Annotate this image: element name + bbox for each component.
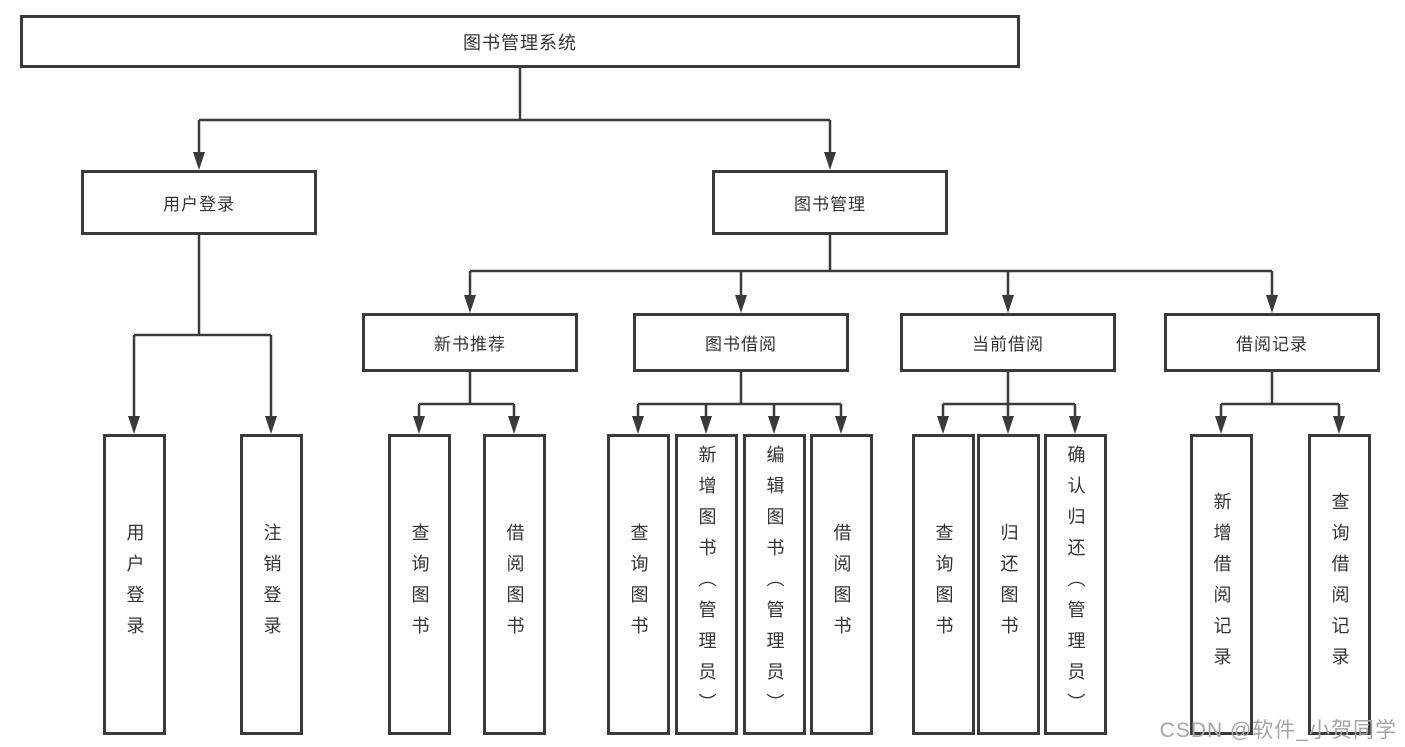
leaf-add-borrow-record: 新增借阅记录: [1190, 434, 1253, 735]
leaf-borrow-books-borrowing: 借阅图书: [810, 434, 873, 735]
arrow-down-icon: [1002, 416, 1014, 434]
leaf-edit-books-admin: 编辑图书（管理员）: [743, 434, 806, 735]
arrow-down-icon: [128, 416, 140, 434]
arrowheads: [128, 152, 1345, 434]
leaf-query-books-borrowing: 查询图书: [607, 434, 670, 735]
arrow-down-icon: [413, 416, 425, 434]
arrow-down-icon: [1333, 416, 1345, 434]
leaf-add-books-admin: 新增图书（管理员）: [675, 434, 738, 735]
arrow-down-icon: [735, 295, 747, 313]
connector-new-book-children: [417, 372, 516, 418]
arrow-down-icon: [1069, 416, 1081, 434]
arrow-down-icon: [768, 416, 780, 434]
arrow-down-icon: [1002, 295, 1014, 313]
node-current-borrowing: 当前借阅: [900, 313, 1116, 372]
arrow-down-icon: [193, 152, 205, 170]
leaf-logout: 注销登录: [240, 434, 303, 735]
leaf-query-books-current: 查询图书: [912, 434, 975, 735]
arrow-down-icon: [265, 416, 277, 434]
node-book-management: 图书管理: [712, 170, 948, 235]
node-library-management-system: 图书管理系统: [20, 15, 1020, 68]
connector-book-borrowing-children: [636, 372, 843, 418]
leaf-user-login: 用户登录: [103, 434, 166, 735]
leaf-return-books: 归还图书: [977, 434, 1040, 735]
leaf-confirm-return-admin: 确认归还（管理员）: [1044, 434, 1107, 735]
leaf-query-borrow-record: 查询借阅记录: [1308, 434, 1371, 735]
arrow-down-icon: [464, 295, 476, 313]
arrow-down-icon: [1266, 295, 1278, 313]
connector-root-to-level2: [197, 68, 832, 154]
node-book-borrowing: 图书借阅: [633, 313, 849, 372]
arrow-down-icon: [1215, 416, 1227, 434]
arrow-down-icon: [508, 416, 520, 434]
watermark-text: CSDN @软件_小贺同学: [1159, 719, 1397, 742]
leaf-query-books-recommend: 查询图书: [388, 434, 451, 735]
leaf-borrow-books-recommend: 借阅图书: [483, 434, 546, 735]
arrow-down-icon: [824, 152, 836, 170]
arrow-down-icon: [632, 416, 644, 434]
connector-borrowing-records-children: [1219, 372, 1341, 418]
connector-book-management-children: [468, 235, 1274, 297]
connector-user-login-children: [132, 235, 273, 418]
node-new-book-recommendation: 新书推荐: [362, 313, 578, 372]
node-borrowing-records: 借阅记录: [1164, 313, 1380, 372]
arrow-down-icon: [937, 416, 949, 434]
connector-current-borrowing-children: [941, 372, 1077, 418]
arrow-down-icon: [835, 416, 847, 434]
arrow-down-icon: [700, 416, 712, 434]
node-user-login: 用户登录: [81, 170, 317, 235]
